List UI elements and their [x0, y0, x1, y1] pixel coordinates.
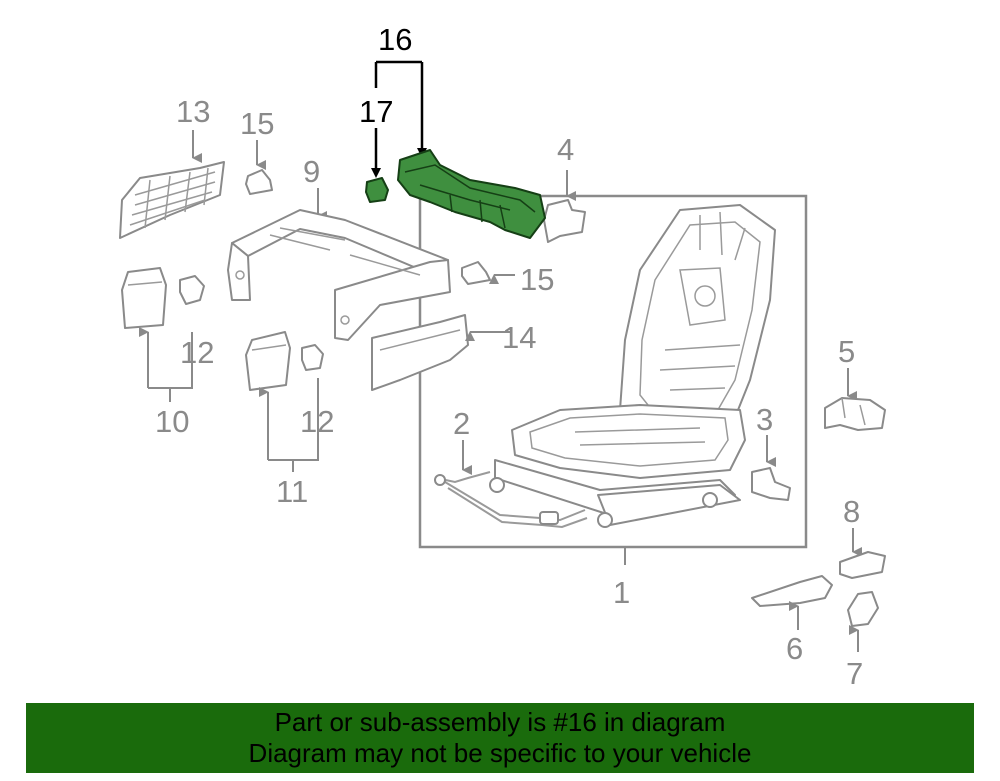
callout-6: 6 [786, 631, 803, 666]
part-15-clip-a[interactable]: 15 [240, 106, 274, 195]
callout-15-b: 15 [520, 262, 554, 297]
callout-2: 2 [453, 406, 470, 441]
part-3-bracket[interactable]: 3 [751, 402, 791, 501]
callout-13: 13 [176, 94, 210, 129]
banner-line-2: Diagram may not be specific to your vehi… [248, 738, 752, 768]
callout-1: 1 [613, 575, 630, 610]
part-11-trim[interactable]: 11 [245, 331, 319, 509]
part-8-knob[interactable]: 8 [839, 494, 886, 579]
part-17-piece[interactable]: 17 [359, 94, 393, 203]
callout-11: 11 [276, 474, 308, 509]
callout-17: 17 [359, 94, 393, 129]
part-16-highlighted[interactable]: 16 [374, 22, 546, 239]
part-13-panel[interactable]: 13 [119, 94, 225, 239]
part-15-clip-b[interactable]: 15 [461, 261, 554, 297]
callout-4: 4 [557, 132, 574, 167]
part-9-frame[interactable]: 9 [227, 154, 451, 341]
callout-7: 7 [846, 656, 863, 691]
part-7-knob[interactable]: 7 [846, 591, 879, 691]
callout-10: 10 [155, 404, 189, 439]
callout-9: 9 [303, 154, 320, 189]
callout-16: 16 [378, 22, 412, 57]
part-4-bracket[interactable]: 4 [543, 132, 586, 243]
part-1-seat-assembly[interactable]: 1 [418, 194, 808, 610]
part-5-cover[interactable]: 5 [824, 334, 886, 431]
callout-12-b: 12 [300, 404, 334, 439]
callout-14: 14 [502, 320, 536, 355]
part-10-trim[interactable]: 10 [121, 267, 193, 439]
callout-8: 8 [843, 494, 860, 529]
part-12-clip-a[interactable]: 12 [179, 275, 214, 370]
part-12-clip-b[interactable]: 12 [300, 344, 334, 439]
callout-12-a: 12 [180, 335, 214, 370]
callout-3: 3 [756, 402, 773, 437]
part-2-cable[interactable]: 2 [434, 406, 588, 529]
callout-5: 5 [838, 334, 855, 369]
part-14-panel[interactable]: 14 [371, 314, 536, 391]
banner-line-1: Part or sub-assembly is #16 in diagram [274, 707, 726, 737]
callout-15-a: 15 [240, 106, 274, 141]
part-6-handle[interactable]: 6 [751, 575, 833, 666]
info-banner: Part or sub-assembly is #16 in diagram D… [26, 703, 974, 773]
